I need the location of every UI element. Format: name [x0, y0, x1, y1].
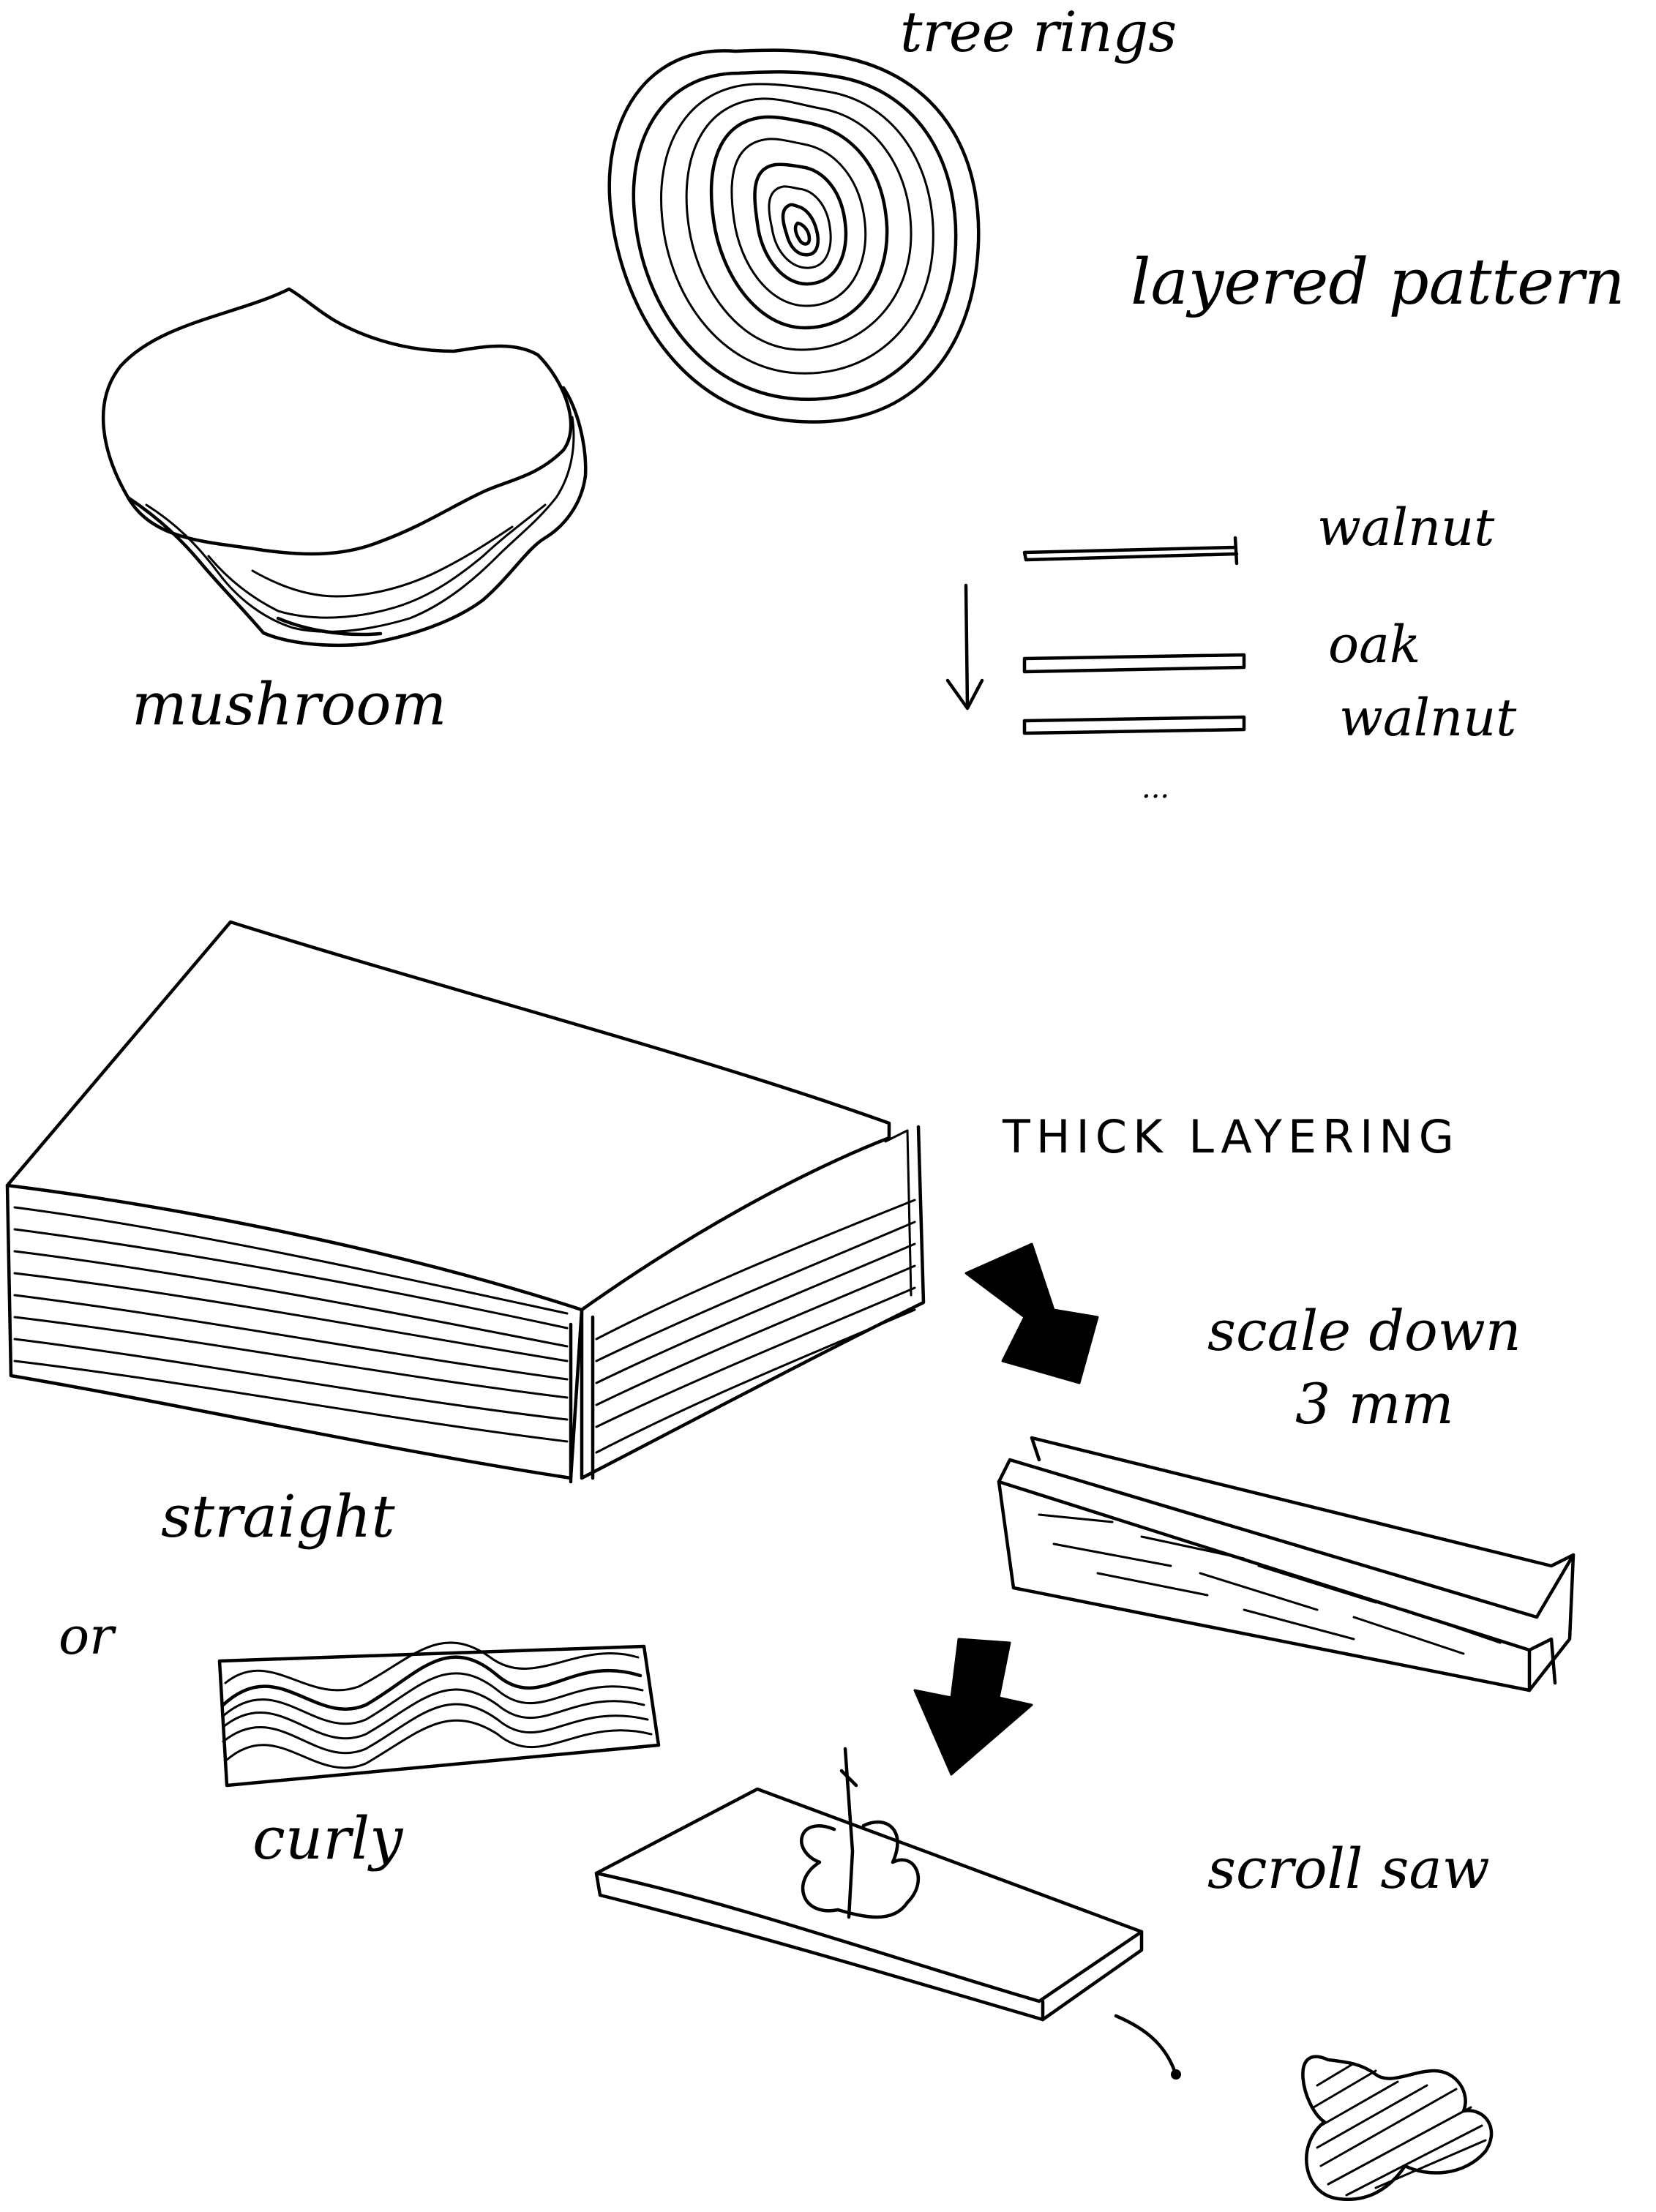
- scaled-strips-drawing: [999, 1438, 1573, 1690]
- tree-rings-drawing: [610, 50, 979, 422]
- curly-label: curly: [252, 1804, 404, 1872]
- mushroom-label: mushroom: [132, 670, 446, 738]
- down-arrow-shaft: [966, 585, 967, 706]
- walnut-bottom-label: walnut: [1339, 688, 1517, 748]
- down-arrow-head: [948, 681, 982, 708]
- arrow-to-scale-down: [966, 1244, 1098, 1383]
- pointer-dot: [1171, 2069, 1181, 2080]
- layer-order-diagram: [948, 538, 1244, 733]
- thick-layering-label: THICK LAYERING: [1002, 1110, 1460, 1163]
- straight-label: straight: [161, 1482, 395, 1551]
- cut-piece-drawing: [1303, 2057, 1491, 2200]
- layered-pattern-label: layered pattern: [1131, 246, 1625, 319]
- scroll-saw-label: scroll saw: [1207, 1836, 1490, 1901]
- scale-down-label: scale down: [1207, 1298, 1521, 1363]
- pointer-line: [1116, 2016, 1174, 2071]
- tree-rings-label: tree rings: [900, 0, 1177, 64]
- walnut-top-label: walnut: [1317, 498, 1495, 558]
- ellipsis-label: ...: [1142, 771, 1169, 805]
- mushroom-drawing: [103, 289, 585, 645]
- scroll-saw-board-drawing: [596, 1749, 1142, 2020]
- or-label: or: [59, 1606, 116, 1666]
- arrow-to-scroll-saw: [915, 1639, 1032, 1774]
- curly-grain-drawing: [220, 1643, 659, 1785]
- scale-value-label: 3 mm: [1295, 1371, 1454, 1436]
- thick-layered-block-drawing: [7, 922, 923, 1482]
- oak-label: oak: [1328, 615, 1420, 675]
